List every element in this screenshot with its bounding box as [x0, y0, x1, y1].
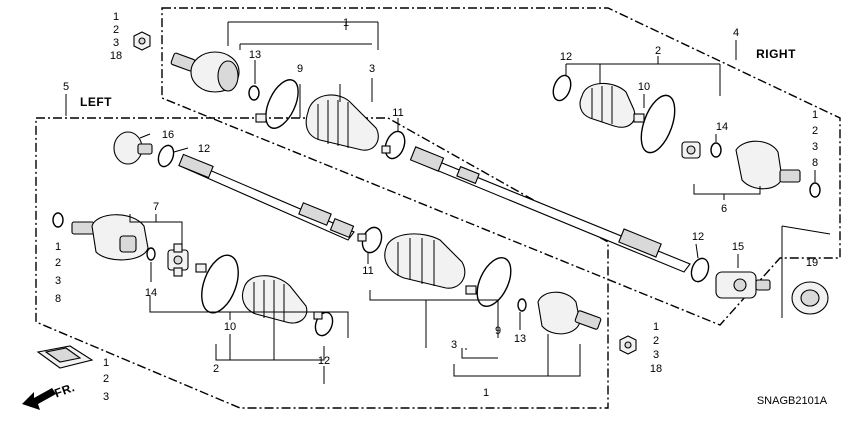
callout-3-bottom: 3 [451, 339, 457, 351]
callout-13-bottom: 13 [514, 333, 526, 345]
callout-16: 16 [162, 129, 174, 141]
callout-2-right: 2 [655, 45, 661, 57]
callout-5: 5 [63, 81, 69, 93]
callout-13-top: 13 [249, 49, 261, 61]
callout-14-right: 14 [716, 121, 728, 133]
left-ring-stack-ring [52, 212, 64, 228]
callout-19: 19 [806, 257, 818, 269]
callout-4: 4 [733, 27, 739, 39]
left-boot-band-12-top [157, 144, 175, 168]
callout-9-bottom: 9 [495, 325, 501, 337]
stack-nut-bottom: 1 2 3 18 [650, 321, 662, 375]
right-assembly-frame [161, 7, 841, 326]
right-set-ring [809, 182, 821, 198]
svg-text:3: 3 [653, 349, 659, 361]
callout-9-top: 9 [297, 63, 303, 75]
boot-kit-sheet [36, 345, 94, 369]
svg-text:1: 1 [653, 321, 659, 333]
callout-12-left-bottom: 12 [318, 355, 330, 367]
svg-text:18: 18 [650, 363, 662, 375]
front-arrow-label: FR. [52, 380, 76, 400]
right-inner-cv-joint [735, 140, 801, 190]
left-driveshaft [178, 153, 355, 241]
left-boot-band-11 [357, 226, 383, 254]
callout-12-mid-right: 12 [692, 231, 704, 243]
callout-6: 6 [721, 203, 727, 215]
top-spindle-nut [133, 31, 151, 51]
callout-15: 15 [732, 241, 744, 253]
right-outer-snap-ring [248, 85, 260, 101]
right-inner-boot-band-12 [552, 74, 572, 102]
left-assembly-frame [35, 117, 609, 409]
left-boot-band-12-bottom [313, 311, 334, 337]
svg-text:2: 2 [812, 125, 818, 137]
right-outer-boot [305, 94, 379, 151]
right-driveshaft [409, 146, 691, 273]
left-damper-16 [113, 131, 153, 165]
svg-text:1: 1 [55, 241, 61, 253]
callout-10-right: 10 [638, 81, 650, 93]
callout-12-left-top: 12 [198, 143, 210, 155]
right-heading: RIGHT [756, 47, 796, 61]
svg-text:3: 3 [103, 391, 109, 403]
stack-boot-kit: 1 2 3 [103, 357, 109, 403]
left-boot-band-10 [195, 254, 239, 314]
right-tripod-joint [681, 141, 701, 159]
right-outer-cv-joint [170, 51, 240, 93]
left-outer-cv-joint [537, 291, 602, 335]
right-boot-band-12-lower [690, 257, 710, 283]
callout-3-top: 3 [369, 63, 375, 75]
callout-1-top: 1 [343, 17, 349, 29]
svg-text:8: 8 [55, 293, 61, 305]
svg-text:3: 3 [113, 37, 119, 49]
left-tripod-joint-7 [167, 243, 189, 277]
right-inner-boot-band-11 [381, 130, 406, 160]
right-circlip-14 [710, 142, 722, 158]
callout-10-left: 10 [224, 321, 236, 333]
bearing-19 [791, 281, 829, 315]
svg-text:1: 1 [812, 109, 818, 121]
leader-lines [65, 21, 831, 384]
right-inner-boot-band-10 [633, 94, 676, 154]
intermediate-shaft-15 [715, 271, 771, 299]
stack-ring-left: 1 2 3 8 [55, 241, 61, 305]
left-outer-boot-band-9 [465, 257, 512, 307]
svg-text:3: 3 [812, 141, 818, 153]
callout-2-left: 2 [213, 363, 219, 375]
right-outer-boot-band [255, 79, 299, 129]
front-direction-arrow [22, 388, 56, 410]
svg-text:1: 1 [103, 357, 109, 369]
drawing-code: SNAGB2101A [757, 395, 828, 407]
svg-text:3: 3 [55, 275, 61, 287]
svg-text:1: 1 [113, 11, 119, 23]
left-outer-boot [384, 233, 466, 289]
left-inner-cv-joint [71, 214, 149, 261]
callout-11-top: 11 [392, 107, 403, 119]
left-heading: LEFT [80, 95, 112, 109]
stack-nut-top: 1 2 3 18 [110, 11, 122, 62]
svg-text:2: 2 [55, 257, 61, 269]
callout-14-left: 14 [145, 287, 157, 299]
svg-text:2: 2 [113, 24, 119, 36]
callout-12-right: 12 [560, 51, 572, 63]
svg-text:2: 2 [653, 335, 659, 347]
left-inner-boot [241, 275, 308, 324]
stack-ring-right: 1 2 3 8 [812, 109, 818, 169]
callout-7: 7 [153, 201, 159, 213]
svg-text:18: 18 [110, 50, 122, 62]
svg-text:2: 2 [103, 373, 109, 385]
callout-11-mid: 11 [362, 265, 373, 277]
callout-1-bottom: 1 [483, 387, 489, 399]
svg-text:8: 8 [812, 157, 818, 169]
right-inner-boot [579, 82, 636, 128]
left-circlip-14 [146, 247, 156, 261]
left-snap-ring-13 [517, 298, 527, 312]
bottom-spindle-nut [619, 335, 637, 355]
